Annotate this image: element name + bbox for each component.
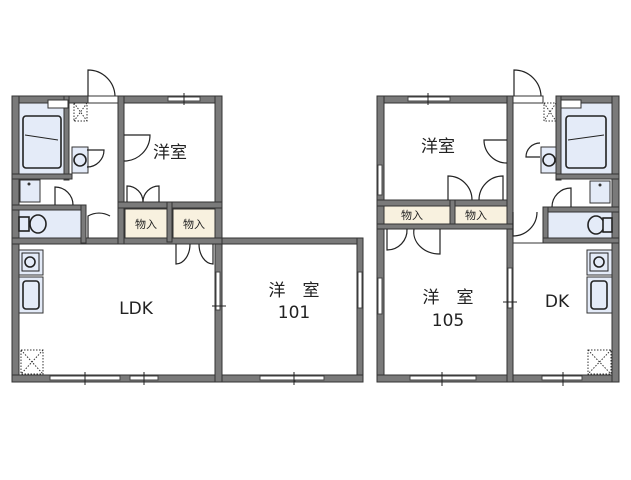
washer-space bbox=[73, 102, 88, 122]
storage-closet-1 bbox=[124, 208, 168, 239]
stove-burner-icon bbox=[24, 256, 36, 268]
window bbox=[407, 96, 451, 102]
hall-door[interactable] bbox=[87, 212, 111, 238]
room-label-western-small: 洋室 bbox=[421, 137, 455, 157]
sliding-door[interactable] bbox=[215, 271, 221, 311]
window bbox=[259, 375, 325, 381]
western-room-small-left bbox=[123, 102, 216, 203]
toilet-door[interactable] bbox=[551, 187, 572, 208]
fridge-space bbox=[587, 349, 612, 375]
closet-double-door[interactable] bbox=[126, 185, 160, 203]
washer-space bbox=[543, 102, 557, 122]
room-label-dk: DK bbox=[545, 292, 570, 312]
toilet-door[interactable] bbox=[54, 186, 74, 206]
sliding-door[interactable] bbox=[507, 267, 513, 309]
sink-icon bbox=[22, 280, 40, 310]
unit-number-101: 101 bbox=[278, 303, 310, 323]
entrance-door-105[interactable] bbox=[513, 69, 542, 97]
stove-burner-icon bbox=[593, 256, 605, 268]
sink-icon bbox=[590, 280, 608, 310]
door-small-room-left[interactable] bbox=[123, 134, 151, 162]
western-room-101 bbox=[221, 243, 358, 376]
storage-label-1: 物入 bbox=[401, 208, 423, 222]
window bbox=[357, 271, 363, 309]
western-room-105 bbox=[383, 228, 508, 376]
hall-door[interactable] bbox=[512, 211, 538, 237]
storage-closet-2 bbox=[172, 208, 216, 239]
closet-double-door[interactable] bbox=[447, 175, 504, 201]
toilet-icon bbox=[587, 215, 605, 235]
storage-label-1: 物入 bbox=[135, 217, 157, 231]
basin-icon bbox=[73, 153, 87, 167]
storage-closet-2 bbox=[454, 205, 508, 225]
bath-window bbox=[47, 99, 69, 109]
room-label-ldk: LDK bbox=[119, 299, 154, 319]
closet-double-door-2[interactable] bbox=[175, 243, 214, 265]
storage-closet-1 bbox=[383, 205, 451, 225]
entrance-door-101[interactable] bbox=[87, 69, 116, 97]
window bbox=[409, 375, 477, 381]
window bbox=[377, 277, 383, 315]
unit-number-105: 105 bbox=[432, 311, 464, 331]
bathtub-icon bbox=[565, 115, 607, 169]
wash-door[interactable] bbox=[86, 149, 105, 168]
window bbox=[541, 375, 583, 381]
window bbox=[377, 164, 383, 196]
utility-box bbox=[19, 179, 41, 203]
toilet-icon bbox=[29, 214, 47, 234]
basin-icon bbox=[542, 153, 556, 167]
fridge-space bbox=[20, 349, 44, 375]
unit-101: 物入 物入 洋室 LDK 洋 室 bbox=[11, 69, 364, 385]
bathtub-icon bbox=[22, 115, 62, 169]
ldk-room bbox=[18, 243, 216, 376]
closet-double-door-2[interactable] bbox=[386, 228, 441, 255]
unit-101-walls bbox=[11, 95, 364, 383]
wash-door[interactable] bbox=[525, 142, 541, 158]
storage-label-2: 物入 bbox=[183, 217, 205, 231]
unit-105: 物入 物入 洋室 洋 室 105 DK bbox=[376, 69, 620, 386]
room-label-western-105: 洋 室 bbox=[423, 288, 474, 308]
utility-box bbox=[589, 180, 611, 204]
bath-window bbox=[560, 99, 582, 109]
storage-label-2: 物入 bbox=[465, 208, 487, 222]
room-label-western-101: 洋 室 bbox=[269, 281, 320, 301]
room-label-western-small: 洋室 bbox=[153, 143, 187, 163]
door-small-room-right[interactable] bbox=[483, 139, 508, 164]
